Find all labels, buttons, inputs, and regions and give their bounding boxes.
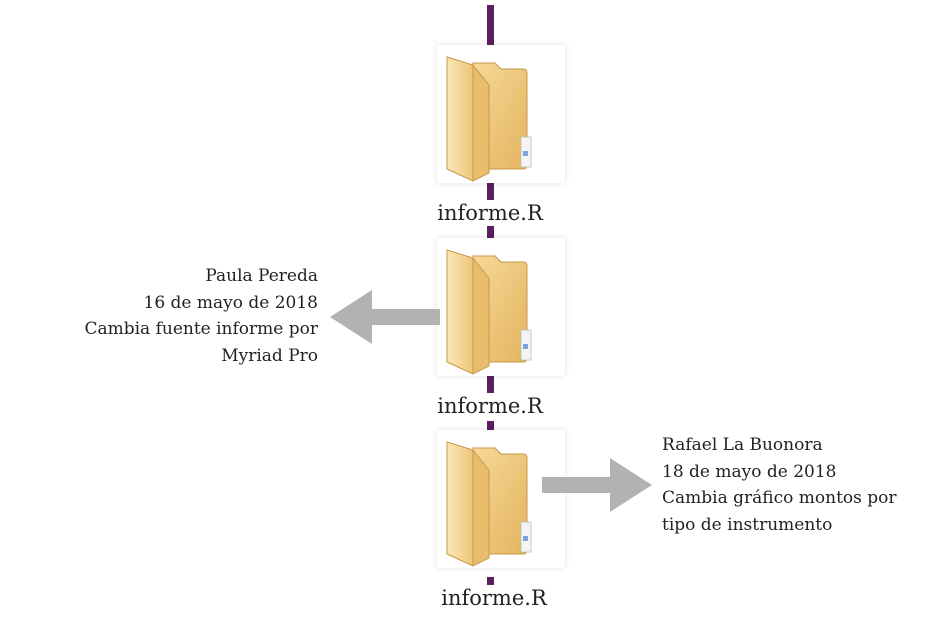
folder-icon[interactable] [437, 238, 565, 376]
folder-icon[interactable] [437, 45, 565, 183]
version-label: informe.R [414, 585, 574, 611]
arrow-left-icon [330, 290, 440, 344]
change-note: Paula Pereda 16 de mayo de 2018 Cambia f… [40, 263, 318, 369]
arrow-right-icon [542, 458, 652, 512]
note-date: 16 de mayo de 2018 [143, 292, 319, 313]
note-change: tipo de instrumento [662, 514, 833, 535]
note-change: Cambia gráfico montos por [662, 488, 897, 508]
note-date: 18 de mayo de 2018 [662, 461, 837, 482]
note-change: Cambia fuente informe por [84, 319, 318, 339]
version-label: informe.R [410, 200, 570, 226]
note-author: Rafael La Buonora [662, 435, 823, 455]
folder-icon[interactable] [437, 430, 565, 568]
change-note: Rafael La Buonora 18 de mayo de 2018 Cam… [662, 432, 932, 538]
version-label: informe.R [410, 393, 570, 419]
note-change: Myriad Pro [221, 345, 318, 366]
note-author: Paula Pereda [205, 266, 318, 286]
